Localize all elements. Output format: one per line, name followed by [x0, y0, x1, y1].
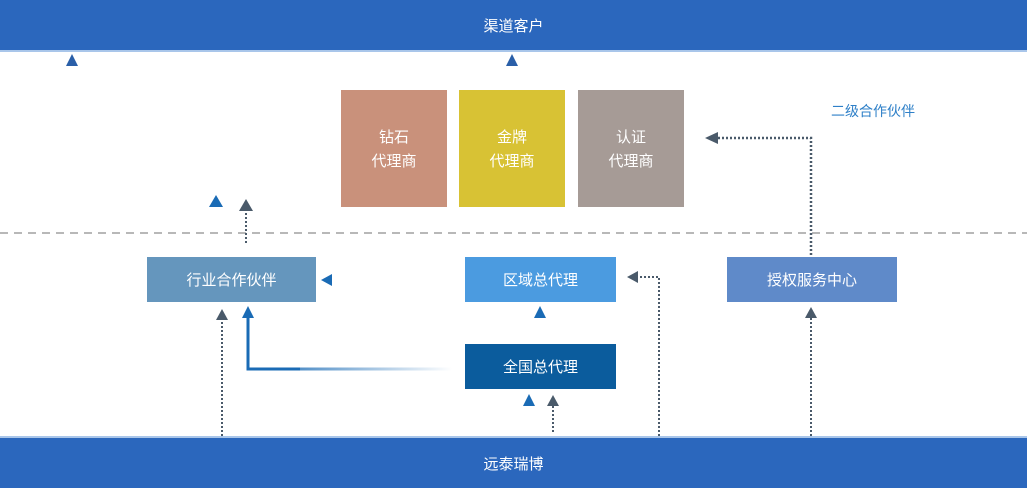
service-center-box: 授权服务中心: [727, 257, 897, 302]
gold-dealer-line1: 金牌: [496, 127, 527, 146]
secondary-partner-label: 二级合作伙伴: [831, 104, 915, 120]
arrow-national-to-industry-line: [246, 318, 452, 371]
arrow-bottom-to-regional-head: [627, 271, 638, 283]
arrow-service-to-cert-head: [705, 132, 718, 144]
diamond-dealer-line2: 代理商: [371, 151, 417, 170]
arrow-industry-up-solid-head: [209, 195, 223, 207]
arrow-service-to-cert-line: [718, 136, 813, 255]
arrow-bottom-to-service-head: [805, 307, 817, 318]
certified-dealer-line1: 认证: [615, 127, 646, 146]
gold-dealer-box: 金牌 代理商: [459, 90, 565, 207]
arrow-regional-to-industry-head: [321, 274, 332, 286]
channel-customers-label: 渠道客户: [483, 16, 544, 35]
service-center-label: 授权服务中心: [766, 270, 857, 289]
arrow-bottom-to-regional-line: [638, 276, 660, 436]
arrow-bottom-to-industry-head: [216, 309, 228, 320]
industry-partner-label: 行业合作伙伴: [186, 270, 277, 289]
arrow-dealers-head: [506, 54, 518, 66]
arrow-industry-up-dotted-head: [239, 199, 253, 211]
arrow-national-to-industry-head: [242, 306, 254, 318]
diamond-dealer-line1: 钻石: [378, 127, 409, 146]
industry-partner-box: 行业合作伙伴: [147, 257, 316, 302]
company-label: 远泰瑞博: [483, 454, 544, 473]
company-band: 远泰瑞博: [0, 436, 1027, 488]
regional-agent-label: 区域总代理: [502, 270, 578, 289]
arrow-national-to-regional-head: [534, 306, 546, 318]
national-agent-box: 全国总代理: [465, 344, 616, 389]
gold-dealer-line2: 代理商: [489, 151, 535, 170]
arrow-bottom-to-national-dotted-head: [547, 395, 559, 406]
channel-customers-band: 渠道客户: [0, 0, 1027, 52]
certified-dealer-line2: 代理商: [608, 151, 654, 170]
arrow-left-long-head: [66, 54, 78, 66]
regional-agent-box: 区域总代理: [465, 257, 616, 302]
arrow-bottom-to-national-solid-head: [523, 394, 535, 406]
certified-dealer-box: 认证 代理商: [578, 90, 684, 207]
national-agent-label: 全国总代理: [502, 357, 578, 376]
diamond-dealer-box: 钻石 代理商: [341, 90, 447, 207]
